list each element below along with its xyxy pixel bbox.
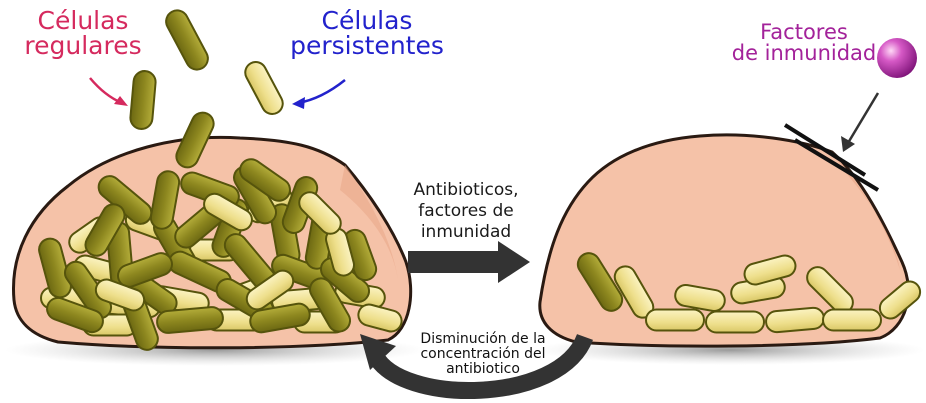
concentration-decrease-label-line-1: Disminución de la (420, 331, 546, 347)
persister-cell (357, 303, 403, 333)
persister-cell (245, 269, 295, 311)
regular-cells-pointer-arrowhead (114, 96, 128, 106)
regular-cell (249, 302, 311, 334)
regular-cell (38, 237, 72, 299)
falling-regular-cell (129, 70, 157, 130)
regular-cell (117, 252, 173, 288)
immunity-factors-label: Factores de inmunidad (720, 22, 888, 64)
treatment-label-line-3: inmunidad (420, 222, 512, 242)
regular-cell (156, 306, 224, 334)
regular-cells-label-line-1: Células (37, 6, 129, 35)
concentration-decrease-label: Disminución de la concentración del anti… (398, 332, 568, 377)
return-arrowhead (360, 334, 396, 370)
falling-cells (129, 9, 284, 169)
regular-cell (309, 277, 351, 333)
persister-cells-pointer-arrow (297, 79, 346, 105)
regular-cell (239, 158, 291, 202)
persister-cells-pointer-arrowhead (292, 97, 305, 109)
immunity-arrowhead (841, 136, 855, 152)
persister-cell (822, 308, 882, 332)
falling-regular-cell (165, 9, 209, 71)
immunity-block-bar-2 (793, 138, 880, 192)
return-arrow-curve (367, 333, 593, 399)
treatment-arrow (408, 241, 530, 283)
treatment-label-line-1: Antibioticos, (413, 180, 519, 200)
surviving-regular-cell (576, 252, 624, 312)
left-cell-cluster (38, 158, 403, 351)
regular-cells-pointer-arrow (89, 77, 123, 105)
persister-cell (203, 192, 253, 232)
persister-cell (94, 278, 146, 312)
regular-cell (149, 170, 181, 230)
regular-cell (84, 203, 126, 257)
persister-cells-label-line-2: persistentes (290, 31, 444, 60)
left-tissue-shading (340, 165, 398, 280)
regular-cells-label: Células regulares (8, 8, 158, 58)
immunity-factor-sphere (877, 38, 917, 78)
persister-cell (674, 283, 726, 313)
treatment-label-line-2: factores de (418, 201, 514, 221)
concentration-decrease-label-line-2: concentración del (420, 346, 546, 362)
regular-cells-label-line-2: regulares (24, 31, 142, 60)
immunity-arrow-shaft (846, 92, 880, 144)
persister-cells-label: Células persistentes (287, 8, 447, 58)
treatment-label: Antibioticos, factores de inmunidad (392, 180, 540, 243)
falling-persister-cell (244, 61, 284, 115)
immunity-factors-label-line-2: de inmunidad (731, 41, 877, 65)
falling-regular-cell (175, 111, 215, 169)
persister-cells-label-line-1: Células (321, 6, 413, 35)
persister-cell (878, 280, 922, 320)
persister-cell (765, 306, 825, 334)
immunity-block-bar-1 (783, 123, 867, 177)
regular-cell (46, 296, 104, 334)
concentration-decrease-label-line-3: antibiotico (446, 361, 520, 377)
right-cell-cluster (576, 252, 922, 334)
persister-cell (743, 254, 797, 286)
persister-cell (645, 308, 705, 332)
persister-cell (705, 310, 765, 334)
immunity-factors-label-line-1: Factores (760, 20, 848, 44)
